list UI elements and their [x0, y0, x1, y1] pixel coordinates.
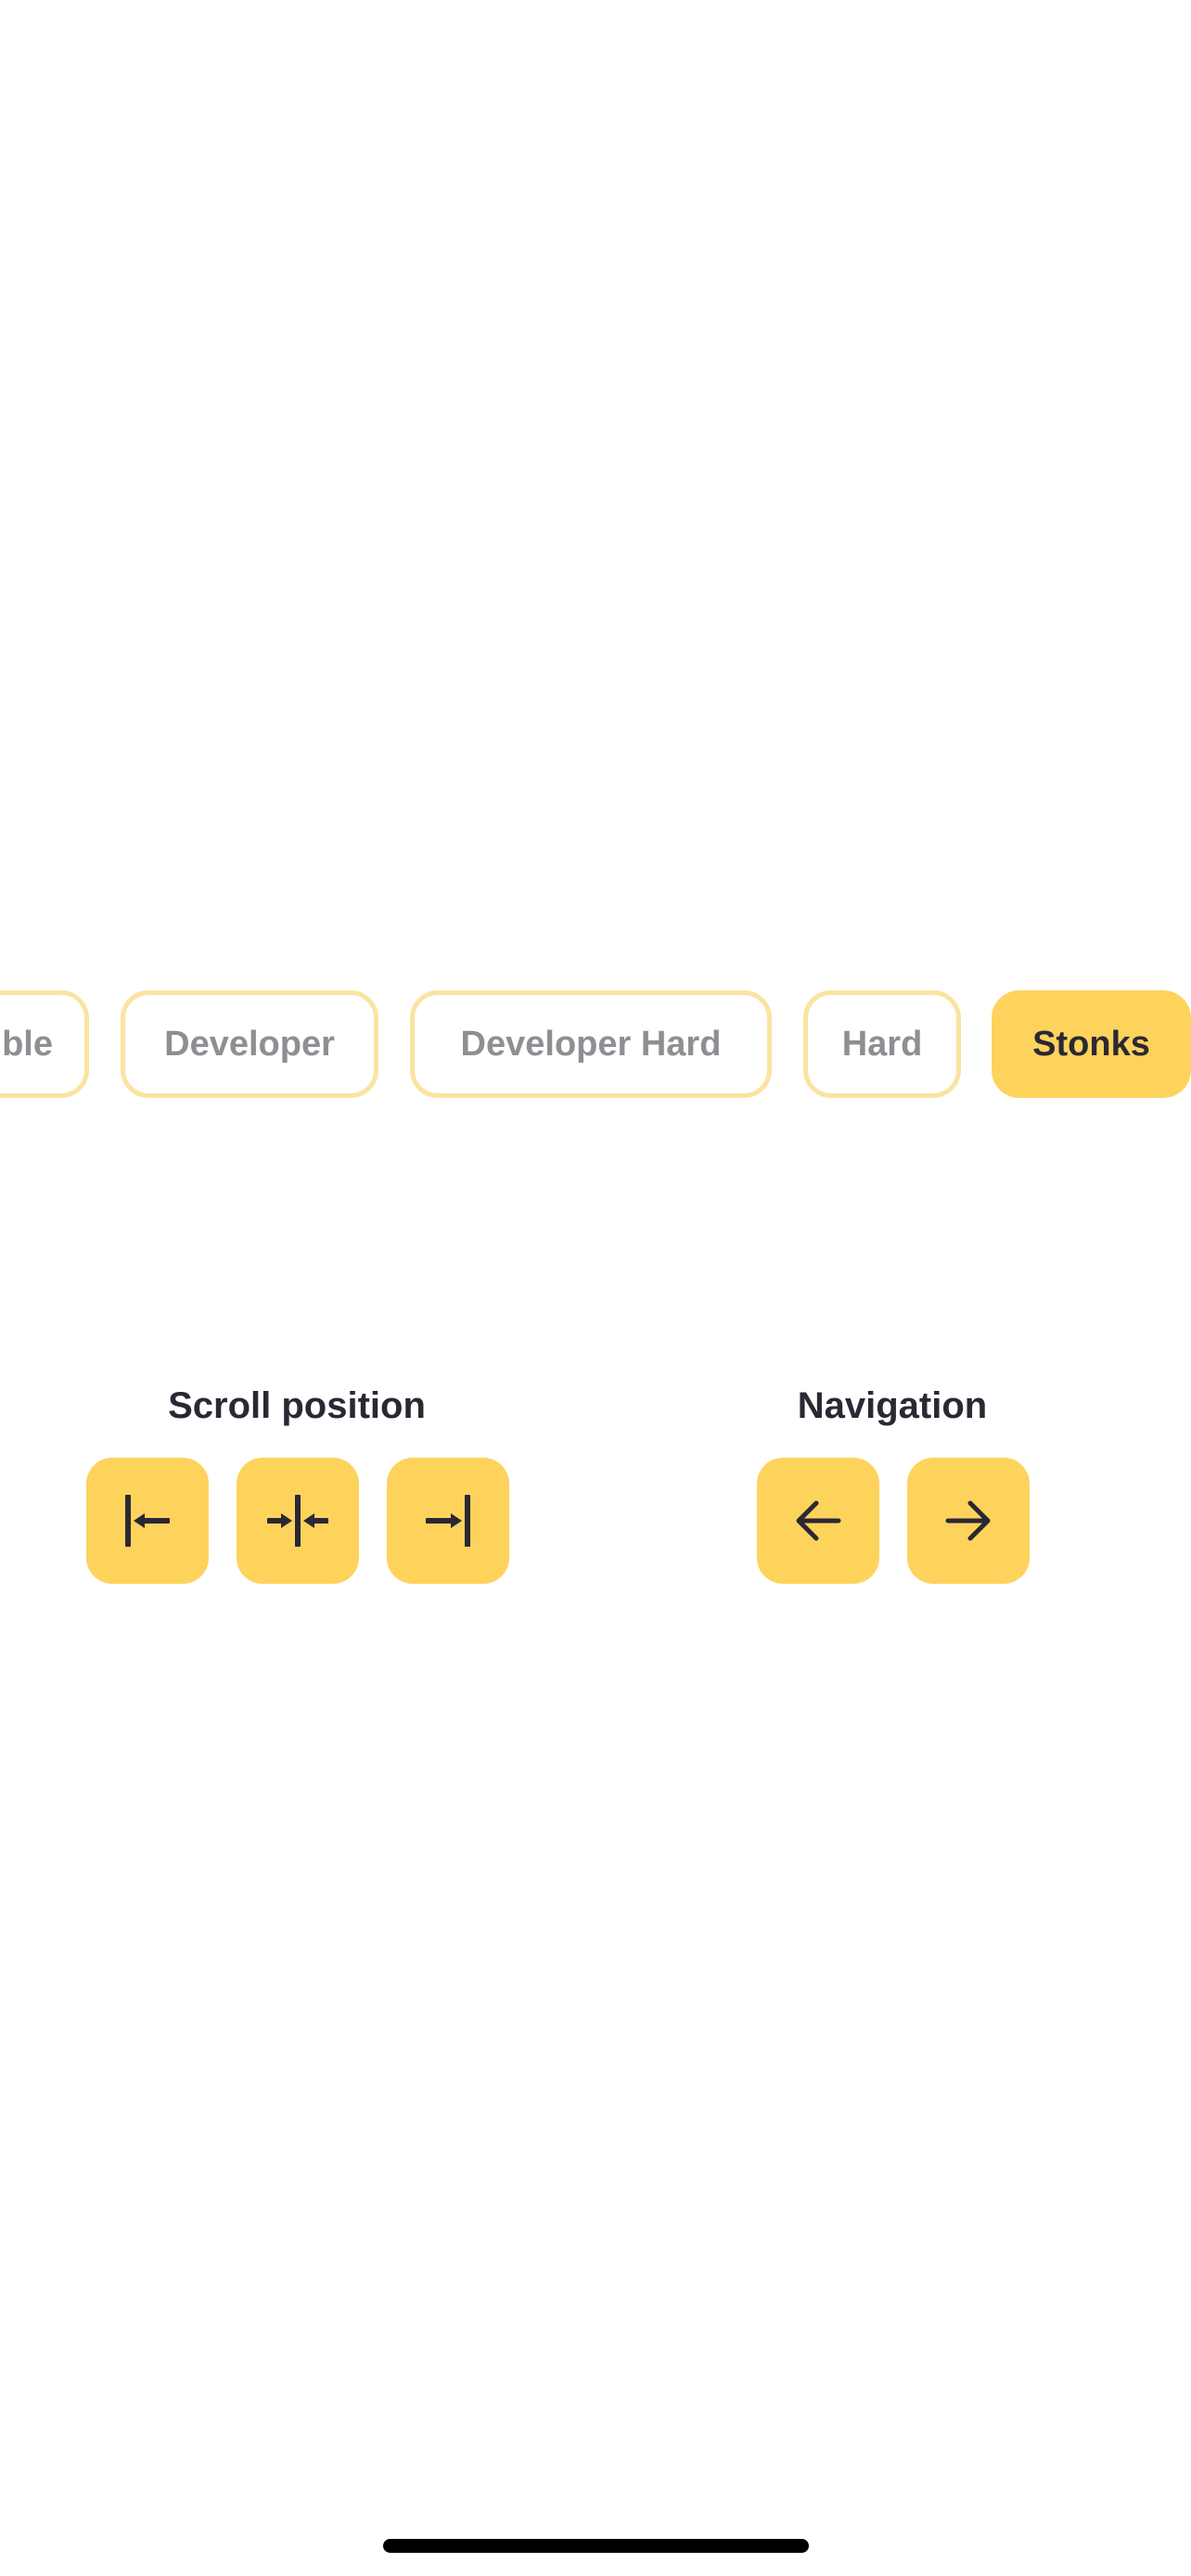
chip-label: Hard [841, 1024, 923, 1064]
navigation-title: Navigation [797, 1384, 988, 1426]
scroll-to-end-icon [426, 1495, 470, 1547]
chip-label: Stonks [1032, 1024, 1150, 1064]
chip-label: Developer Hard [460, 1024, 722, 1064]
chip-stonks[interactable]: Stonks [992, 990, 1191, 1098]
chip-scroller[interactable]: ble Developer Developer Hard Hard Stonks [0, 990, 1191, 1103]
chip-ble[interactable]: ble [0, 990, 89, 1098]
arrow-left-icon [796, 1500, 841, 1541]
scroll-to-end-button[interactable] [387, 1458, 509, 1584]
scroll-to-center-icon [267, 1495, 328, 1547]
chip-developer[interactable]: Developer [121, 990, 378, 1098]
scroll-to-start-button[interactable] [86, 1458, 209, 1584]
scroll-to-start-icon [125, 1495, 170, 1547]
chip-label: Developer [164, 1024, 335, 1064]
scroll-to-center-button[interactable] [237, 1458, 359, 1584]
home-indicator[interactable] [383, 2539, 809, 2553]
scroll-position-title: Scroll position [168, 1384, 426, 1426]
arrow-right-icon [945, 1500, 991, 1541]
chip-hard[interactable]: Hard [803, 990, 961, 1098]
navigate-next-button[interactable] [907, 1458, 1030, 1584]
navigate-previous-button[interactable] [757, 1458, 879, 1584]
chip-developer-hard[interactable]: Developer Hard [410, 990, 772, 1098]
chip-label: ble [2, 1024, 53, 1064]
